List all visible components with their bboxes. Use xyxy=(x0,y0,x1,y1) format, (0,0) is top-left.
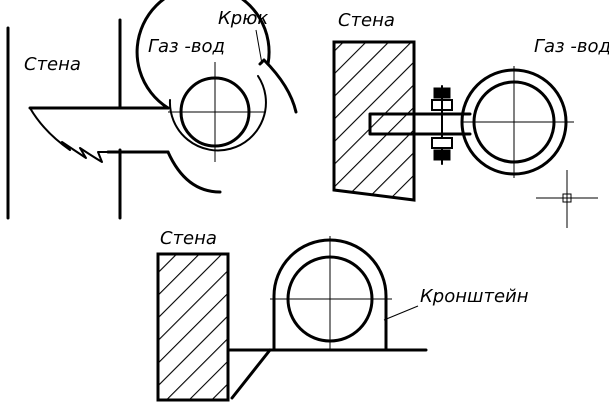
bolt-washer-bottom xyxy=(431,137,453,149)
pipe-label-2: Газ -вод xyxy=(534,36,609,57)
wall-label-3: Стена xyxy=(160,228,217,249)
cursor-crosshair-box xyxy=(562,193,572,203)
wall-label-2: Стена xyxy=(338,10,395,31)
wall-section-3 xyxy=(156,252,230,402)
hook-leader xyxy=(255,29,263,65)
hook-shank xyxy=(28,106,170,154)
bracket-leader xyxy=(383,305,419,321)
bracket-label: Кронштейн xyxy=(420,286,529,307)
pipe-label-1: Газ -вод xyxy=(148,36,225,57)
bolt-clamp-view: Стена Газ -вод xyxy=(332,10,609,228)
bolt-nut-bottom xyxy=(433,149,451,161)
wall-section-2 xyxy=(332,40,416,202)
hook-tip xyxy=(258,58,298,114)
wall-label-1: Стена xyxy=(24,54,81,75)
clamp-bar xyxy=(368,112,472,136)
hook-lower-body xyxy=(166,150,222,194)
hook-inner-arc xyxy=(168,75,267,152)
bracket-mount-view: Стена Кронштейн xyxy=(156,228,529,402)
bracket-diagonal-support xyxy=(230,348,272,400)
hook-mount-view: Стена Газ -вод Крюк xyxy=(6,0,298,220)
hook-embed-tail xyxy=(29,107,109,163)
hook-label: Крюк xyxy=(218,8,268,29)
hook-outer-body xyxy=(135,0,271,110)
